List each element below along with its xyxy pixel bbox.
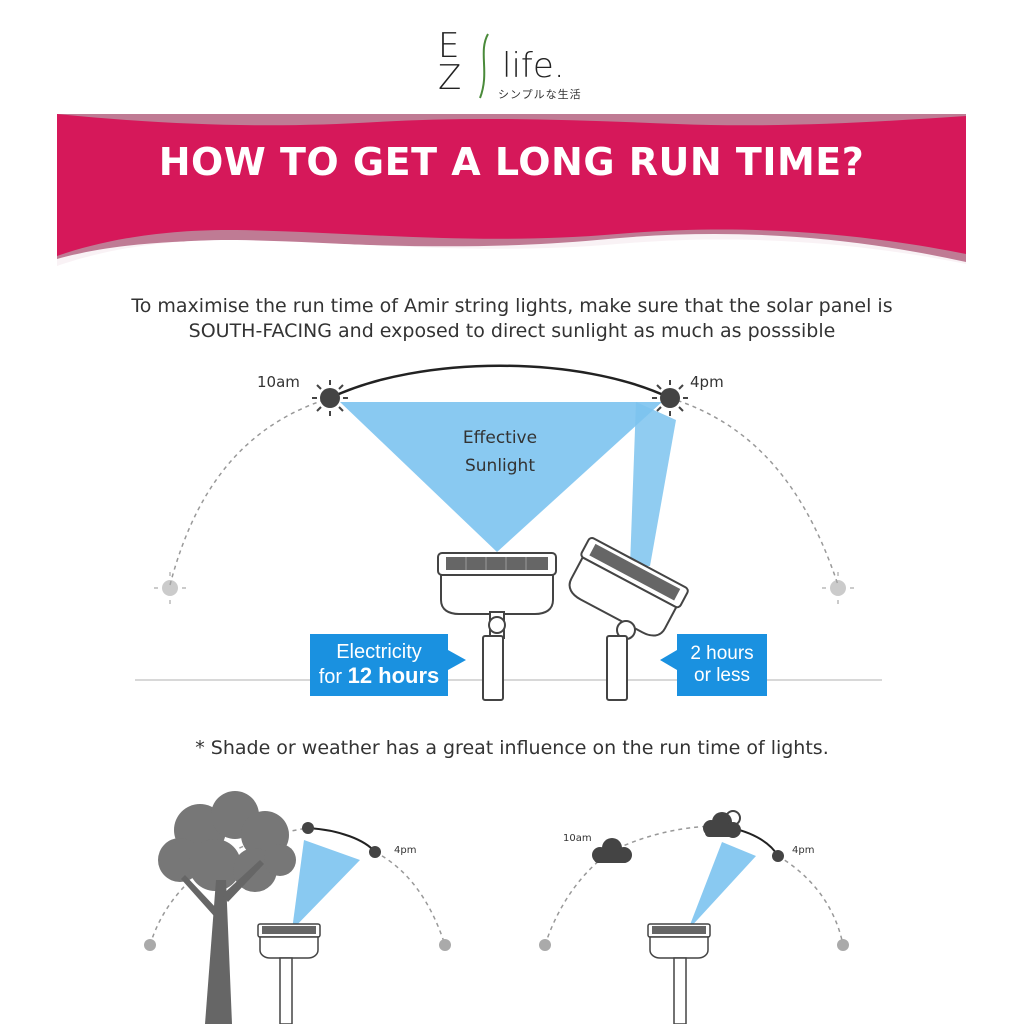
- tree-shade-example: [144, 791, 451, 1024]
- sun-4pm-icon: [652, 380, 688, 416]
- cloud-weather-example: [539, 810, 849, 1024]
- intro-line-2: SOUTH-FACING and exposed to direct sunli…: [188, 320, 836, 342]
- effective-sunlight-label: Effective Sunlight: [462, 428, 538, 476]
- tilted-solar-panel-light: [568, 537, 689, 701]
- logo-leaf-icon: [479, 33, 489, 99]
- callout-2-hours: 2 hours or less: [677, 634, 767, 696]
- sun-10am-icon: [312, 380, 348, 416]
- label-10am: 10am: [257, 373, 300, 391]
- cloud-label-4pm: 4pm: [792, 845, 815, 856]
- sun-path-diagram: [135, 364, 882, 701]
- narrow-sunlight-beam: [630, 402, 676, 566]
- banner-title: HOW TO GET A LONG RUN TIME?: [158, 140, 865, 184]
- cloud-icon: [592, 838, 632, 863]
- logo-tagline: シンプルな生活: [498, 88, 582, 101]
- shade-weather-examples: [144, 791, 849, 1024]
- cloud-sun-icon: [703, 810, 741, 838]
- cloud-label-10am: 10am: [563, 833, 592, 844]
- shade-note: * Shade or weather has a great influence…: [195, 737, 829, 759]
- flat-solar-panel-light: [437, 552, 557, 701]
- sun-sunrise-icon: [154, 572, 186, 604]
- intro-text: To maximise the run time of Amir string …: [60, 294, 964, 344]
- intro-line-1: To maximise the run time of Amir string …: [131, 295, 893, 317]
- label-4pm: 4pm: [690, 373, 724, 391]
- effective-sunlight-beam: [340, 402, 662, 552]
- tree-label-4pm: 4pm: [394, 845, 417, 856]
- callout-12-hours: Electricity for 12 hours: [310, 634, 448, 696]
- tree-icon: [158, 791, 296, 1024]
- brand-logo: E Z life. シンプルな生活: [438, 26, 598, 101]
- title-banner: [57, 114, 966, 280]
- sun-sunset-icon: [822, 572, 854, 604]
- logo-ez: E Z: [438, 26, 464, 98]
- logo-word: life.: [502, 46, 565, 86]
